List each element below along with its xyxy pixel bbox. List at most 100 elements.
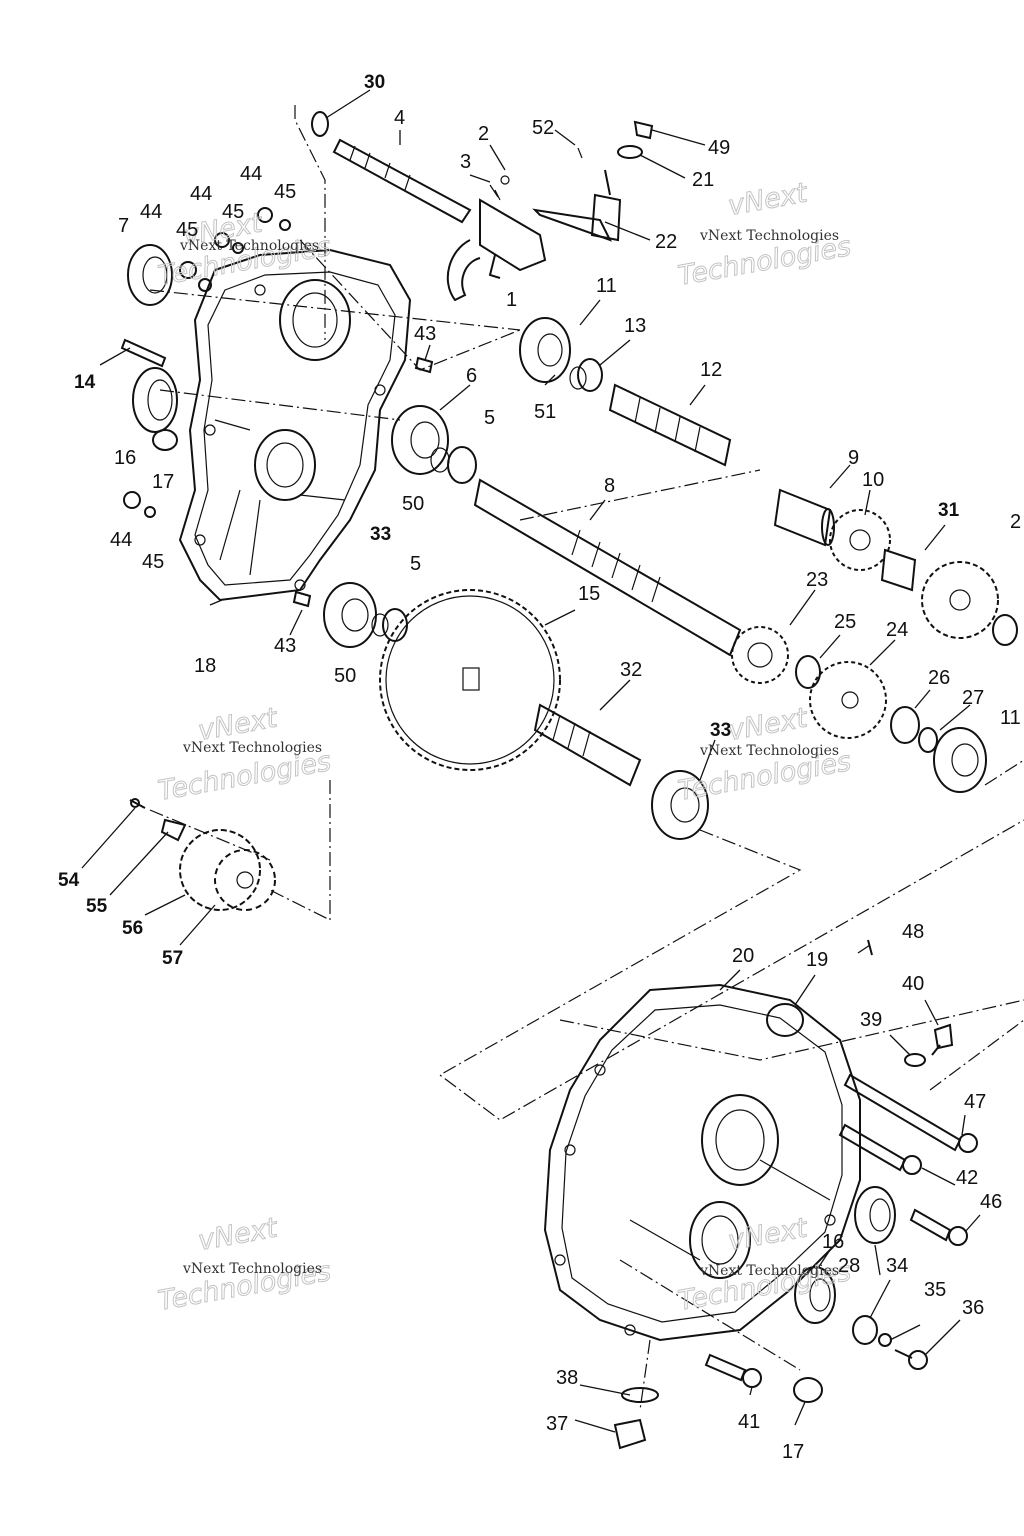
callout-9: 9 <box>848 447 859 469</box>
callout-12: 12 <box>700 359 722 381</box>
washer-27 <box>918 727 938 753</box>
callout-44: 44 <box>240 163 262 185</box>
oil-seal-7 <box>127 244 173 306</box>
gear-10 <box>829 509 891 571</box>
watermark-line1: vNext <box>196 1212 281 1257</box>
callout-6: 6 <box>466 365 477 387</box>
callout-30: 30 <box>364 72 385 93</box>
plug-17-right <box>793 1377 823 1403</box>
callout-labels: 30 4 2 3 52 49 21 22 1 44 45 44 45 44 45… <box>58 72 1021 1463</box>
callout-8: 8 <box>604 475 615 497</box>
gear-23 <box>731 626 789 684</box>
callout-34: 34 <box>886 1255 908 1277</box>
callout-5: 5 <box>484 407 495 429</box>
callout-37: 37 <box>546 1413 568 1435</box>
watermark-small: vNext Technologies <box>182 1261 322 1277</box>
callout-26: 26 <box>928 667 950 689</box>
callout-47: 47 <box>964 1091 986 1113</box>
callout-38: 38 <box>556 1367 578 1389</box>
callout-13: 13 <box>624 315 646 337</box>
watermark-small: vNext Technologies <box>699 743 839 759</box>
callout-50: 50 <box>402 493 424 515</box>
needle-bearing-26 <box>890 706 920 744</box>
callout-48: 48 <box>902 921 924 943</box>
washer-13-51 <box>569 358 603 392</box>
callout-24: 24 <box>886 619 908 641</box>
callout-10: 10 <box>862 469 884 491</box>
callout-57: 57 <box>162 948 183 969</box>
bearing-33-bottom <box>651 770 709 840</box>
drain-plug-37 <box>613 1387 659 1450</box>
watermark-small: vNext Technologies <box>179 238 319 254</box>
callout-42: 42 <box>956 1167 978 1189</box>
leader-lines <box>81 89 981 1433</box>
callout-45: 45 <box>274 181 296 203</box>
plug-17-left <box>152 429 178 451</box>
callout-56: 56 <box>122 918 143 939</box>
large-gear-15 <box>379 589 561 771</box>
watermark-group: vNext Technologies vNext Technologies vN… <box>155 177 853 1318</box>
bearing-11-top <box>519 317 571 383</box>
washer-25 <box>795 655 821 689</box>
callout-40: 40 <box>902 973 924 995</box>
callout-7: 7 <box>118 215 129 237</box>
callout-45: 45 <box>222 201 244 223</box>
shift-fork-1 <box>446 175 547 302</box>
callout-54: 54 <box>58 870 80 891</box>
callout-32: 32 <box>620 659 642 681</box>
oil-seal-16-left <box>132 367 178 433</box>
gear-2-right <box>921 561 1018 646</box>
callout-44: 44 <box>140 201 162 223</box>
callout-1: 1 <box>506 289 517 311</box>
bushing-31 <box>880 548 917 592</box>
watermark-line1: vNext <box>726 177 811 222</box>
callout-18: 18 <box>194 655 216 677</box>
oil-seal-28 <box>854 1186 896 1244</box>
callout-11: 11 <box>596 275 617 297</box>
callout-55: 55 <box>86 896 108 917</box>
collar-9 <box>773 488 835 547</box>
callout-2: 2 <box>478 123 489 145</box>
shaft-12 <box>608 383 732 467</box>
gear-24 <box>809 661 887 739</box>
callout-46: 46 <box>980 1191 1002 1213</box>
callout-49: 49 <box>708 137 730 159</box>
callout-17: 17 <box>782 1441 804 1463</box>
callout-45: 45 <box>176 219 198 241</box>
output-shaft-32 <box>533 703 642 787</box>
callout-44: 44 <box>190 183 212 205</box>
watermark-small: vNext Technologies <box>699 228 839 244</box>
callout-39: 39 <box>860 1009 882 1031</box>
bearing-33-left <box>323 582 377 648</box>
callout-43: 43 <box>274 635 296 657</box>
callout-3: 3 <box>460 151 471 173</box>
callout-52: 52 <box>532 117 554 139</box>
callout-16: 16 <box>114 447 136 469</box>
callout-50: 50 <box>334 665 356 687</box>
watermark-small: vNext Technologies <box>699 1263 839 1279</box>
callout-23: 23 <box>806 569 828 591</box>
watermark-line1: vNext <box>726 702 811 747</box>
bearing-11-right <box>933 727 987 793</box>
nuts-washers-left <box>123 207 291 518</box>
callout-19: 19 <box>806 949 828 971</box>
callout-28: 28 <box>838 1255 860 1277</box>
callout-5: 5 <box>410 553 421 575</box>
washer-5-50-top <box>430 446 477 484</box>
mainshaft-8 <box>473 478 742 657</box>
callout-51: 51 <box>534 401 556 423</box>
shift-lever-22 <box>532 120 654 242</box>
shift-shaft-4 <box>311 111 472 224</box>
stud-14 <box>120 338 167 368</box>
breather-40-48 <box>867 939 954 1067</box>
watermark-line1: vNext <box>726 1212 811 1257</box>
washer-5-50-bottom <box>371 608 408 642</box>
callout-20: 20 <box>732 945 754 967</box>
left-case-18 <box>178 248 412 602</box>
callout-33: 33 <box>370 524 391 545</box>
callout-11: 11 <box>1000 707 1021 729</box>
right-case-20 <box>543 983 861 1342</box>
callout-45: 45 <box>142 551 164 573</box>
callout-15: 15 <box>578 583 600 605</box>
